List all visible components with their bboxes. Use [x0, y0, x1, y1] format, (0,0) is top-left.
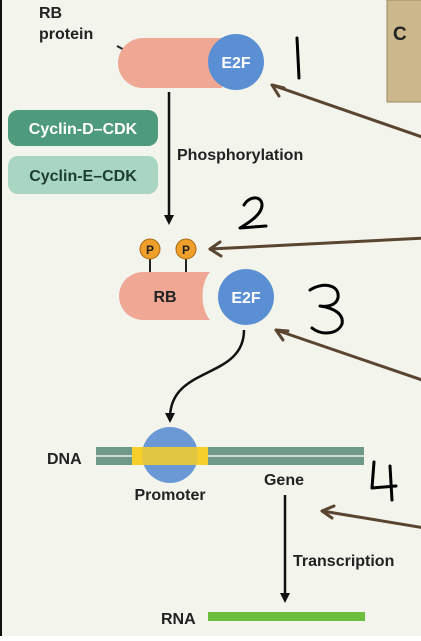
- rb-phosphorylated-shape: [119, 272, 210, 320]
- annotation-arrowhead-3: [274, 328, 290, 342]
- cyclin-d-cdk-box: [8, 110, 158, 146]
- transcription-label: Transcription: [293, 553, 394, 570]
- phosphate-group-2: [175, 238, 197, 260]
- phosphate-label-2: P: [182, 243, 190, 257]
- corner-box: [386, 0, 421, 103]
- e2f-circle-bound: [208, 34, 264, 90]
- phosphate-group-1: [139, 238, 161, 260]
- annotation-arrowhead-4: [320, 504, 336, 520]
- annotation-mark-1: [295, 36, 301, 80]
- annotation-arrow-2: [208, 236, 421, 251]
- corner-box-letter: C: [393, 24, 407, 45]
- rb-protein-label-line1: RB: [39, 5, 62, 22]
- e2f-circle-free: [218, 269, 274, 325]
- annotation-arrow-3: [274, 328, 421, 382]
- cyclin-d-cdk-label: Cyclin-D–CDK: [29, 121, 138, 138]
- rb-label: RB: [153, 289, 176, 306]
- annotation-mark-3: [308, 283, 344, 335]
- dna-label: DNA: [47, 451, 82, 468]
- cyclin-e-cdk-label: Cyclin-E–CDK: [29, 168, 137, 185]
- rna-strand: [208, 612, 365, 621]
- rna-label: RNA: [161, 611, 196, 628]
- e2f-label-free: E2F: [231, 290, 261, 307]
- phosphorylation-label: Phosphorylation: [177, 147, 303, 164]
- gene-label: Gene: [264, 472, 304, 489]
- promoter-overlay: [142, 447, 198, 465]
- annotation-arrowhead-1: [270, 83, 286, 98]
- annotation-arrow-1: [270, 83, 421, 139]
- annotation-arrow-4: [320, 509, 421, 529]
- e2f-to-promoter-arrow: [165, 329, 246, 423]
- annotation-arrowhead-2: [208, 240, 223, 258]
- annotation-mark-2: [238, 196, 268, 230]
- phosphate-label-1: P: [146, 243, 154, 257]
- annotation-mark-4: [370, 460, 398, 502]
- cyclin-e-cdk-box: [8, 156, 158, 194]
- promoter-label: Promoter: [134, 487, 205, 504]
- rb-protein-label-line2: protein: [39, 26, 93, 43]
- e2f-label-bound: E2F: [221, 55, 251, 72]
- rb-protein-shape: [118, 38, 222, 88]
